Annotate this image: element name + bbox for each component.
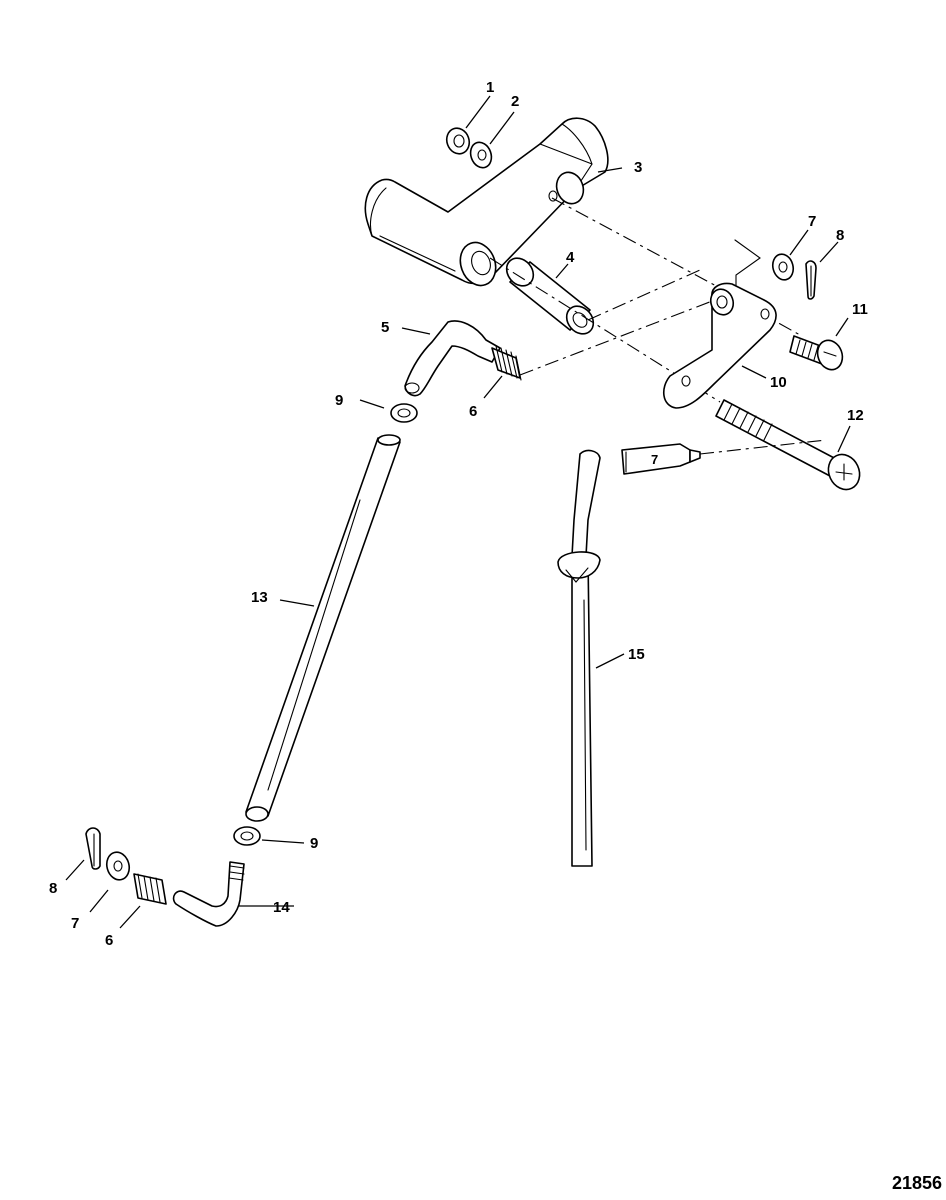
callout-15: 15 [628,646,645,663]
part-9-nut-upper [390,403,418,423]
part-7-washer-upper [771,253,795,281]
callout-4: 4 [566,249,575,266]
part-5-rod-end [404,320,501,397]
part-4-bushing [505,257,595,335]
callout-6-lower: 6 [105,932,113,949]
sealant-tube: 7 [621,439,827,475]
figure-number: 21856 [891,1173,942,1193]
tube-label: 7 [651,452,658,467]
part-15-vertical-rod [557,449,601,867]
callout-11: 11 [852,301,868,318]
callout-numbers: 1 2 3 4 5 6 6 7 7 8 8 9 9 10 11 12 13 14… [49,79,868,949]
callout-10: 10 [770,374,787,391]
callout-1: 1 [486,79,494,96]
callout-8-lower: 8 [49,880,57,897]
leader-lines [65,95,851,929]
part-11-bolt [789,335,844,371]
callout-6-upper: 6 [469,403,477,420]
callout-3: 3 [634,159,642,176]
callout-7-lower: 7 [71,915,79,932]
part-6-spring-upper [491,345,522,381]
part-1-nut [445,127,471,155]
part-2-washer [469,141,493,169]
part-10-link-arm [663,282,777,409]
callout-12: 12 [847,407,864,424]
callout-9-lower: 9 [310,835,318,852]
callout-9-upper: 9 [335,392,343,409]
callout-14: 14 [273,899,290,916]
part-3-lever [364,117,609,287]
part-8-cotter-pin-upper [805,260,817,300]
part-6-spring-lower [133,873,167,905]
callout-2: 2 [511,93,519,110]
callout-7-upper: 7 [808,213,816,230]
part-8-cotter-pin-lower [85,827,101,870]
part-9-nut-lower [233,826,261,846]
callout-8-upper: 8 [836,227,844,244]
part-12-long-bolt [715,399,861,491]
part-7-washer-lower [105,851,131,881]
part-13-long-rod [245,434,401,822]
callout-13: 13 [251,589,268,606]
callout-5: 5 [381,319,389,336]
part-14-rod-end [172,861,245,927]
